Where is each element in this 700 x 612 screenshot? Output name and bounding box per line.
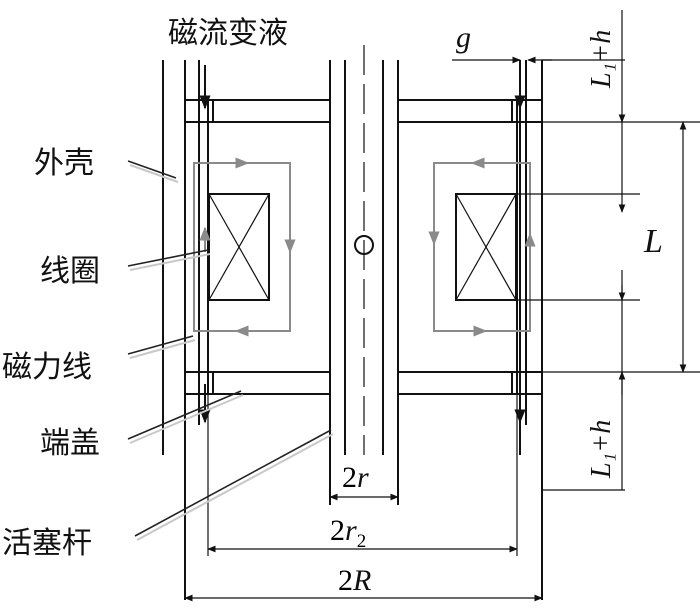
piston-rod-label: 活塞杆	[2, 526, 92, 561]
flux-lines-label: 磁力线	[2, 350, 92, 385]
coil-right	[455, 193, 517, 301]
l1h-bottom-label: L₁+h	[586, 420, 617, 479]
label-2R: 2R	[338, 564, 371, 597]
length-label: L	[643, 223, 663, 260]
housing-left-wall	[162, 60, 186, 600]
leader-lines	[127, 160, 334, 541]
l1h-top-label: L₁+h	[586, 30, 617, 89]
dimension-vertical	[517, 10, 700, 491]
piston-rod	[329, 45, 399, 505]
dimension-2r2	[207, 394, 518, 556]
coil-left	[208, 193, 270, 301]
end-cap-label: 端盖	[40, 426, 100, 461]
flux-loop-right	[428, 157, 536, 337]
rod-center-mark	[354, 235, 374, 255]
housing-label: 外壳	[34, 146, 94, 181]
gap-label: g	[456, 21, 471, 54]
label-2r2: 2r2	[330, 514, 366, 552]
fluid-label: 磁流变液	[168, 16, 288, 51]
label-2r: 2r	[342, 461, 369, 494]
coil-label: 线圈	[40, 254, 100, 289]
flux-loop-left	[193, 157, 296, 337]
